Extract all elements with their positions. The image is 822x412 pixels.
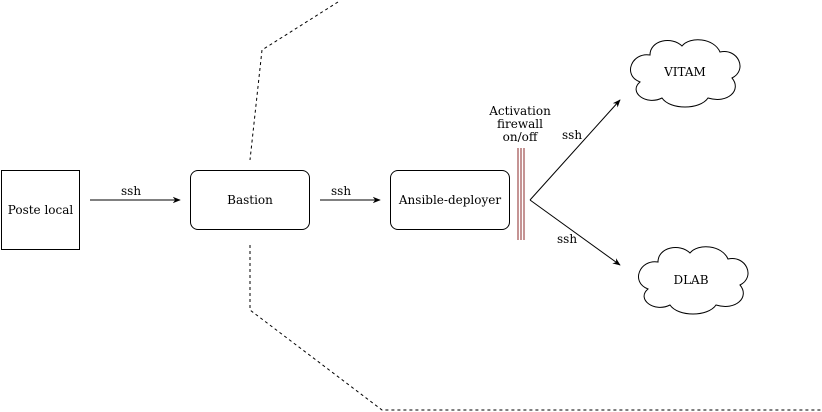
firewall-label-line-2: firewall — [497, 117, 543, 131]
edge-to-vitam — [529, 99, 621, 201]
poste-local-label: Poste local — [7, 203, 74, 217]
firewall-label-line-3: on/off — [502, 130, 538, 144]
network-boundary-upper — [249, 1, 339, 161]
dlab-cloud-shape — [638, 246, 749, 315]
firewall-icon — [517, 148, 525, 240]
vitam-cloud: VITAM — [640, 57, 730, 87]
edge-label-bastion-ansible: ssh — [331, 184, 352, 198]
edge-to-dlab — [529, 199, 621, 266]
poste-local-node: Poste local — [1, 170, 80, 250]
ansible-deployer-node: Ansible-deployer — [390, 170, 510, 230]
dlab-cloud: DLAB — [646, 265, 736, 295]
ansible-deployer-label: Ansible-deployer — [398, 193, 502, 207]
dlab-label: DLAB — [673, 273, 709, 287]
edge-label-poste-bastion: ssh — [121, 184, 142, 198]
vitam-label: VITAM — [664, 65, 706, 79]
edge-label-vitam: ssh — [562, 128, 583, 142]
edge-label-dlab: ssh — [557, 232, 578, 246]
firewall-label: Activation firewall on/off — [480, 105, 560, 144]
firewall-label-line-1: Activation — [489, 104, 551, 118]
vitam-cloud-shape — [630, 39, 741, 108]
bastion-label: Bastion — [227, 193, 273, 207]
bastion-node: Bastion — [190, 170, 310, 230]
network-boundary-lower — [249, 245, 822, 411]
